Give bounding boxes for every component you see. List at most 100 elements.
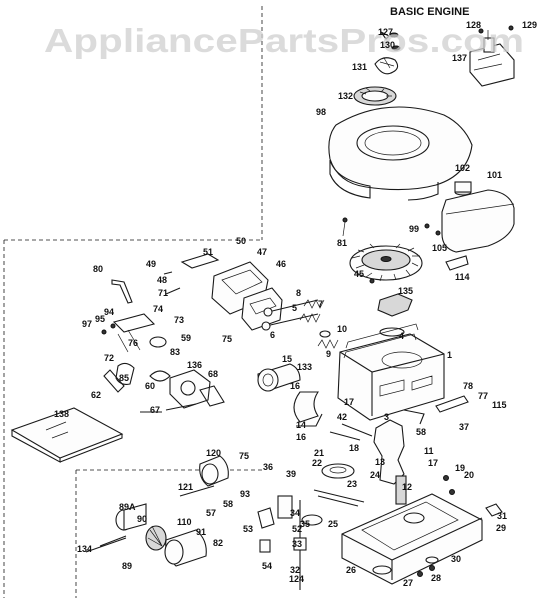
part-label-7: 7 <box>318 299 323 309</box>
part-label-16: 16 <box>296 432 306 442</box>
part-label-58: 58 <box>416 427 426 437</box>
part-label-23: 23 <box>347 479 357 489</box>
part-label-4: 4 <box>399 331 404 341</box>
part-label-85: 85 <box>119 373 129 383</box>
part-label-90: 90 <box>137 514 147 524</box>
part-label-46: 46 <box>276 259 286 269</box>
part-label-20: 20 <box>464 470 474 480</box>
part-label-83: 83 <box>170 347 180 357</box>
part-label-110: 110 <box>177 517 192 527</box>
part-label-93: 93 <box>240 489 250 499</box>
part-label-18: 18 <box>349 443 359 453</box>
part-label-28: 28 <box>431 573 441 583</box>
part-label-14: 14 <box>296 420 306 430</box>
part-label-98: 98 <box>316 107 326 117</box>
part-label-9: 9 <box>326 349 331 359</box>
part-label-81: 81 <box>337 238 347 248</box>
part-label-72: 72 <box>104 353 114 363</box>
part-label-57: 57 <box>206 508 216 518</box>
part-label-94: 94 <box>104 307 114 317</box>
governor-parts <box>257 495 323 590</box>
part-label-3: 3 <box>384 412 389 422</box>
part-label-30: 30 <box>451 554 461 564</box>
part-label-75: 75 <box>239 451 249 461</box>
carburetor-parts <box>101 313 225 413</box>
part-label-24: 24 <box>370 470 380 480</box>
part-label-59: 59 <box>181 333 191 343</box>
part-label-32: 32 <box>290 565 300 575</box>
part-label-129: 129 <box>522 20 537 30</box>
part-label-31: 31 <box>497 511 507 521</box>
part-label-5: 5 <box>292 303 297 313</box>
part-label-127: 127 <box>378 27 393 37</box>
part-label-76: 76 <box>128 338 138 348</box>
part-label-130: 130 <box>380 40 395 50</box>
part-label-73: 73 <box>174 315 184 325</box>
part-label-115: 115 <box>492 400 507 410</box>
part-label-102: 102 <box>455 163 470 173</box>
part-label-89A: 89A <box>119 502 136 512</box>
part-label-89: 89 <box>122 561 132 571</box>
part-label-22: 22 <box>312 458 322 468</box>
part-label-133: 133 <box>297 362 312 372</box>
valve-parts <box>261 299 339 349</box>
watermark: AppliancePartsPros.com <box>44 22 524 59</box>
part-label-45: 45 <box>354 269 364 279</box>
part-label-138: 138 <box>54 409 69 419</box>
part-label-35: 35 <box>300 519 310 529</box>
part-label-19: 19 <box>455 463 465 473</box>
part-label-124: 124 <box>289 574 304 584</box>
starter-parts <box>353 25 515 106</box>
part-label-29: 29 <box>496 523 506 533</box>
crankshaft-parts <box>313 395 469 507</box>
part-label-120: 120 <box>206 448 221 458</box>
part-label-80: 80 <box>93 264 103 274</box>
part-label-67: 67 <box>150 405 160 415</box>
part-label-51: 51 <box>203 247 213 257</box>
part-label-49: 49 <box>146 259 156 269</box>
part-label-134: 134 <box>77 544 92 554</box>
part-label-21: 21 <box>314 448 324 458</box>
air-cleaner-parts <box>85 455 229 567</box>
part-label-11: 11 <box>424 446 434 456</box>
part-label-131: 131 <box>352 62 367 72</box>
part-label-33: 33 <box>292 539 302 549</box>
part-label-25: 25 <box>328 519 338 529</box>
part-label-47: 47 <box>257 247 267 257</box>
part-label-132: 132 <box>338 91 353 101</box>
cylinder-block <box>337 323 445 421</box>
part-label-15: 15 <box>282 354 292 364</box>
owners-manual <box>10 407 124 463</box>
part-label-27: 27 <box>403 578 413 588</box>
part-label-62: 62 <box>91 390 101 400</box>
part-label-77: 77 <box>478 391 488 401</box>
part-label-136: 136 <box>187 360 202 370</box>
part-label-6: 6 <box>270 330 275 340</box>
part-label-91: 91 <box>196 527 206 537</box>
part-label-71: 71 <box>158 288 168 298</box>
part-label-34: 34 <box>290 508 300 518</box>
part-label-82: 82 <box>213 538 223 548</box>
engine-base <box>341 493 503 585</box>
part-label-60: 60 <box>145 381 155 391</box>
muffler-parts <box>257 363 323 427</box>
frame-lines <box>3 6 263 598</box>
part-label-16: 16 <box>290 381 300 391</box>
part-label-97: 97 <box>82 319 92 329</box>
part-label-101: 101 <box>487 170 502 180</box>
blower-housing <box>328 106 473 237</box>
part-label-10: 10 <box>337 324 347 334</box>
part-label-8: 8 <box>296 288 301 298</box>
part-label-114: 114 <box>455 272 470 282</box>
part-label-121: 121 <box>178 482 193 492</box>
part-label-36: 36 <box>263 462 273 472</box>
part-label-12: 12 <box>402 482 412 492</box>
part-label-17: 17 <box>428 458 438 468</box>
flywheel <box>349 243 423 337</box>
part-label-68: 68 <box>208 369 218 379</box>
part-label-53: 53 <box>243 524 253 534</box>
part-label-1: 1 <box>447 350 452 360</box>
part-label-48: 48 <box>157 275 167 285</box>
